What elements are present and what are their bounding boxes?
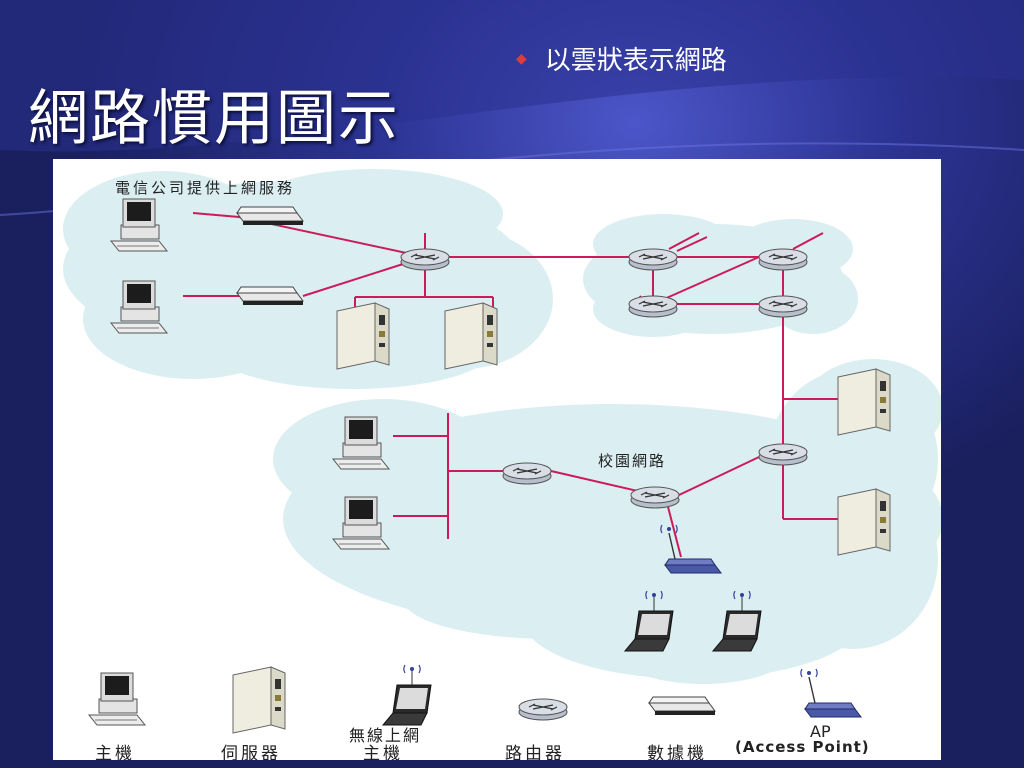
legend-ap-icon (800, 668, 862, 718)
isp-server-1 (336, 302, 390, 370)
campus-router-1 (758, 443, 808, 466)
legend-host-icon (88, 672, 146, 726)
legend-host-label: 主機 (95, 744, 135, 760)
campus-router-3 (630, 486, 680, 509)
campus-server-1 (837, 368, 891, 436)
legend-router-icon (518, 698, 568, 721)
slide-title: 網路慣用圖示 (28, 84, 400, 154)
legend-server-label: 伺服器 (221, 744, 281, 760)
legend-ap-label-1: AP (810, 722, 831, 741)
backbone-router-1 (628, 248, 678, 271)
network-diagram: 電信公司提供上網服務 校園網路 主機 伺服器 無線上網 主機 路由器 數據機 A… (53, 159, 941, 760)
legend-ap-label-2: (Access Point) (735, 738, 870, 756)
isp-cloud-label: 電信公司提供上網服務 (115, 179, 295, 197)
backbone-cloud (583, 214, 858, 337)
bullet-text: 以雲狀表示網路 (544, 46, 727, 76)
legend-modem-icon (648, 696, 716, 716)
legend-server-icon (232, 666, 286, 734)
legend-modem-label: 數據機 (647, 744, 707, 760)
isp-router (400, 248, 450, 271)
legend-wireless-host-label-2: 主機 (363, 744, 403, 760)
campus-label: 校園網路 (598, 452, 666, 470)
campus-router-2 (502, 462, 552, 485)
isp-modem-2 (236, 286, 304, 306)
isp-modem-1 (236, 206, 304, 226)
bullet-item: ◆ 以雲狀表示網路 (516, 40, 727, 77)
bullet-diamond-icon: ◆ (516, 50, 527, 67)
legend-laptop-icon (382, 664, 432, 726)
legend-router-label: 路由器 (505, 744, 565, 760)
legend-wireless-host-label-1: 無線上網 (349, 726, 421, 745)
backbone-router-2 (758, 248, 808, 271)
isp-server-2 (444, 302, 498, 370)
legend: 主機 伺服器 無線上網 主機 路由器 數據機 AP (Access Point) (88, 664, 870, 760)
campus-server-2 (837, 488, 891, 556)
backbone-router-4 (758, 295, 808, 318)
backbone-router-3 (628, 295, 678, 318)
